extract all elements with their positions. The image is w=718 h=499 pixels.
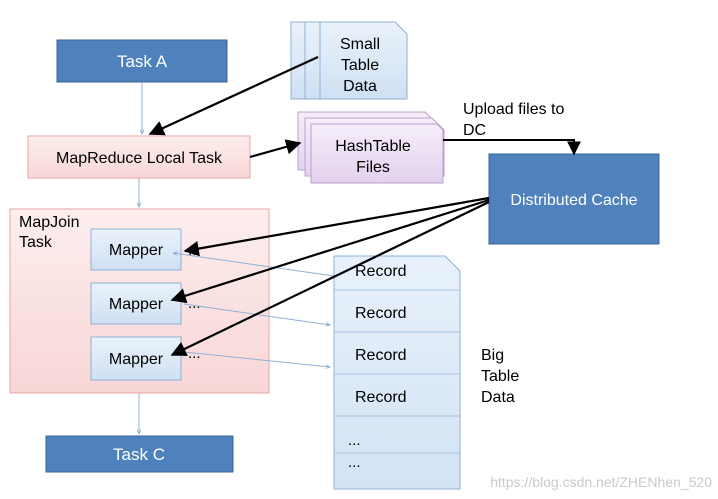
hashtable-line-1: HashTable	[335, 138, 411, 155]
record-ellipsis-1: ...	[348, 432, 361, 449]
record-ellipsis-2: ...	[348, 454, 361, 471]
big-table-line-2: Table	[481, 368, 519, 385]
arrow-local-to-hashtable	[249, 139, 302, 159]
record-1: Record	[355, 263, 407, 280]
small-table-line-3: Data	[343, 78, 377, 95]
mapper-2-ellipsis: ...	[188, 295, 201, 312]
mapjoin-line-2: Task	[19, 234, 53, 251]
distributed-cache-box: Distributed Cache	[488, 153, 660, 245]
mapreduce-local-task-box: MapReduce Local Task	[27, 135, 251, 179]
big-table-records: Record Record Record Record ... ...	[333, 255, 461, 490]
arrow-smalltable-to-local	[148, 56, 319, 136]
task-c-box: Task C	[45, 435, 234, 473]
arrow-hashtable-to-cache	[443, 139, 581, 156]
distributed-cache-label: Distributed Cache	[510, 192, 637, 209]
record-3: Record	[355, 347, 407, 364]
mapper-1-label: Mapper	[109, 242, 164, 259]
arrow-cache-to-mapper-1	[183, 196, 490, 257]
mapjoin-line-1: MapJoin	[19, 214, 79, 231]
mapper-2-label: Mapper	[109, 296, 164, 313]
hashtable-files-stack: HashTable Files	[297, 111, 445, 184]
upload-note-line-2: DC	[463, 122, 486, 139]
small-table-data-stack: S Small Table Data	[290, 21, 408, 100]
arrow-cache-to-mapper-3	[170, 201, 490, 356]
big-table-line-3: Data	[481, 389, 515, 406]
watermark-text: https://blog.csdn.net/ZHENhen_520	[490, 474, 712, 490]
task-a-label: Task A	[117, 52, 168, 71]
record-2: Record	[355, 305, 407, 322]
mapper-1: Mapper	[90, 228, 182, 271]
arrow-mapper-3-to-records	[183, 351, 330, 367]
mapper-3-label: Mapper	[109, 351, 164, 368]
arrow-record-to-mapper-1	[173, 253, 335, 277]
upload-note-line-1: Upload files to	[463, 101, 564, 118]
task-a-box: Task A	[56, 39, 228, 83]
task-c-label: Task C	[113, 445, 165, 464]
small-table-line-1: Small	[340, 36, 380, 53]
small-table-line-2: Table	[341, 57, 379, 74]
mapper-3: Mapper	[90, 336, 182, 381]
record-4: Record	[355, 389, 407, 406]
arrow-cache-to-mapper-2	[170, 198, 490, 304]
big-table-line-1: Big	[481, 347, 504, 364]
hashtable-line-2: Files	[356, 159, 390, 176]
mapreduce-local-task-label: MapReduce Local Task	[56, 150, 223, 167]
mapper-2: Mapper	[90, 282, 182, 325]
